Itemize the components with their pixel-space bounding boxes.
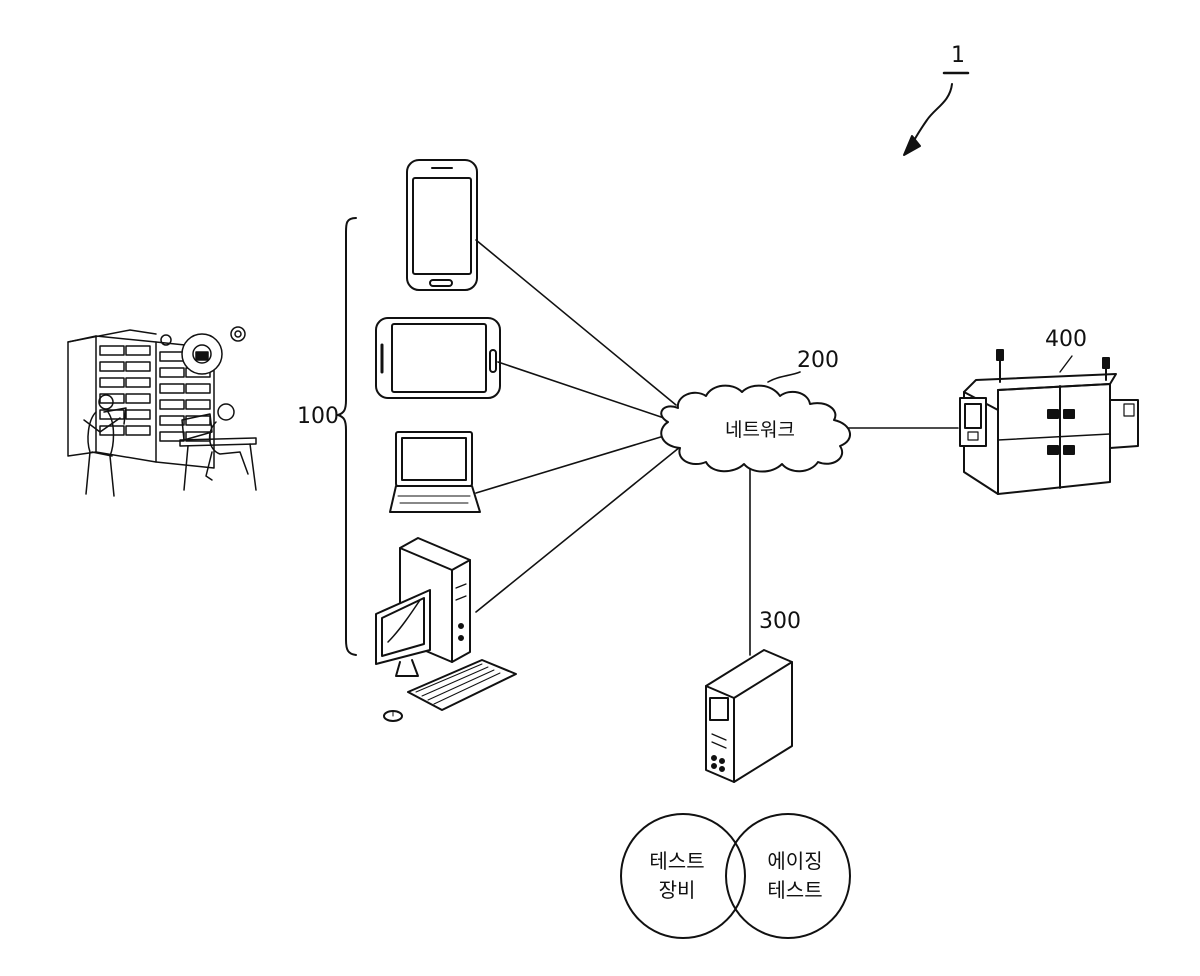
venn-right-line2: 테스트 <box>767 878 822 902</box>
client-group-bracket <box>338 218 356 655</box>
client-group-label: 100 <box>297 404 339 429</box>
venn-left-line1: 테스트 <box>649 849 704 873</box>
network-label: 네트워크 <box>725 419 795 441</box>
aging-chamber-icon <box>960 350 1138 494</box>
chamber-ref-label: 400 <box>1045 327 1087 352</box>
link-tablet <box>498 362 664 418</box>
server-ref-label: 300 <box>759 609 801 634</box>
venn-diagram: 테스트 장비 에이징 테스트 <box>621 814 850 938</box>
link-phone <box>476 240 676 405</box>
tablet-icon <box>376 318 500 398</box>
server-pc-icon <box>706 650 792 782</box>
link-laptop <box>476 436 664 493</box>
network-ref-leader <box>768 372 800 382</box>
client-group: 100 <box>297 218 356 655</box>
figure-ref-arrow <box>910 84 952 148</box>
venn-right-line1: 에이징 <box>767 849 822 873</box>
network-ref-label: 200 <box>797 348 839 373</box>
figure-reference: 1 <box>904 43 968 155</box>
operators-server-room-illustration <box>68 327 256 496</box>
venn-left-line2: 장비 <box>659 878 696 902</box>
laptop-icon <box>390 432 480 512</box>
link-desktop <box>476 447 680 612</box>
figure-ref-label: 1 <box>951 43 965 68</box>
arrow-head-icon <box>904 136 920 155</box>
network-cloud: 네트워크 <box>661 386 850 472</box>
desktop-pc-icon <box>376 538 516 721</box>
smartphone-icon <box>407 160 477 290</box>
